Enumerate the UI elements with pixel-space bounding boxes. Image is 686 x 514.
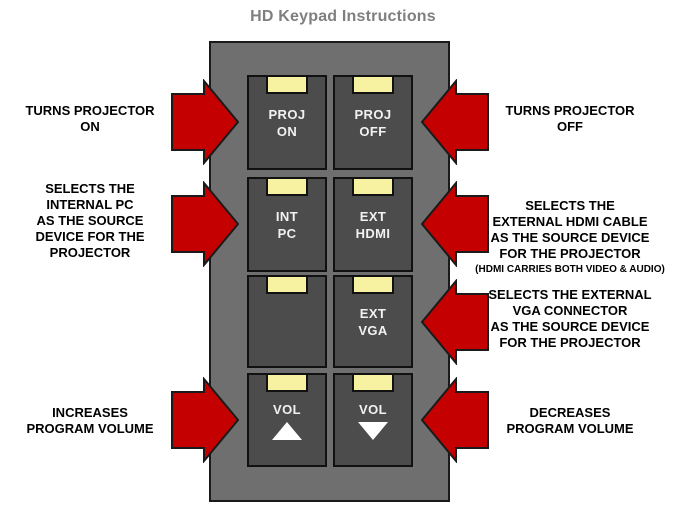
arrow-left-icon <box>421 79 489 165</box>
volume-up-button[interactable]: VOL <box>247 373 327 467</box>
led-indicator <box>266 75 308 94</box>
proj-off-button[interactable]: PROJ OFF <box>333 75 413 170</box>
arrow-left-icon <box>421 279 489 365</box>
int-pc-button[interactable]: INT PC <box>247 177 327 272</box>
vol-up-label: VOL <box>273 401 301 417</box>
annotation-selects-ext-hdmi-text: SELECTS THE EXTERNAL HDMI CABLE AS THE S… <box>490 198 650 261</box>
annotation-turns-projector-off: TURNS PROJECTOR OFF <box>505 103 635 134</box>
annotation-selects-internal-pc: SELECTS THE INTERNAL PC AS THE SOURCE DE… <box>35 181 145 260</box>
ext-vga-button[interactable]: EXT VGA <box>333 275 413 368</box>
led-indicator <box>352 177 394 196</box>
led-indicator <box>266 177 308 196</box>
volume-down-button[interactable]: VOL <box>333 373 413 467</box>
arrow-right-icon <box>171 377 239 463</box>
ext-hdmi-label: EXT HDMI <box>355 208 391 241</box>
led-indicator <box>266 373 308 392</box>
arrow-right-icon <box>171 181 239 267</box>
ext-vga-label: EXT VGA <box>358 305 388 338</box>
ext-hdmi-button[interactable]: EXT HDMI <box>333 177 413 272</box>
led-indicator <box>352 75 394 94</box>
proj-off-label: PROJ OFF <box>354 106 392 139</box>
keypad-panel: PROJ ON PROJ OFF INT PC EXT HDMI EXT VGA… <box>209 41 450 502</box>
triangle-up-icon <box>272 421 302 440</box>
blank-button[interactable] <box>247 275 327 368</box>
page-title: HD Keypad Instructions <box>250 8 436 25</box>
led-indicator <box>352 275 394 294</box>
annotation-hdmi-note: (HDMI CARRIES BOTH VIDEO & AUDIO) <box>475 264 665 275</box>
arrow-left-icon <box>421 377 489 463</box>
proj-on-button[interactable]: PROJ ON <box>247 75 327 170</box>
arrow-left-icon <box>421 181 489 267</box>
triangle-down-icon <box>358 421 388 440</box>
proj-on-label: PROJ ON <box>268 106 306 139</box>
arrow-right-icon <box>171 79 239 165</box>
vol-down-label: VOL <box>359 401 387 417</box>
annotation-selects-ext-hdmi: SELECTS THE EXTERNAL HDMI CABLE AS THE S… <box>455 182 685 292</box>
int-pc-label: INT PC <box>275 208 299 241</box>
led-indicator <box>352 373 394 392</box>
annotation-selects-ext-vga: SELECTS THE EXTERNAL VGA CONNECTOR AS TH… <box>488 287 652 350</box>
led-indicator <box>266 275 308 294</box>
annotation-increases-volume: INCREASES PROGRAM VOLUME <box>26 405 154 436</box>
annotation-decreases-volume: DECREASES PROGRAM VOLUME <box>506 405 634 436</box>
annotation-turns-projector-on: TURNS PROJECTOR ON <box>25 103 155 134</box>
